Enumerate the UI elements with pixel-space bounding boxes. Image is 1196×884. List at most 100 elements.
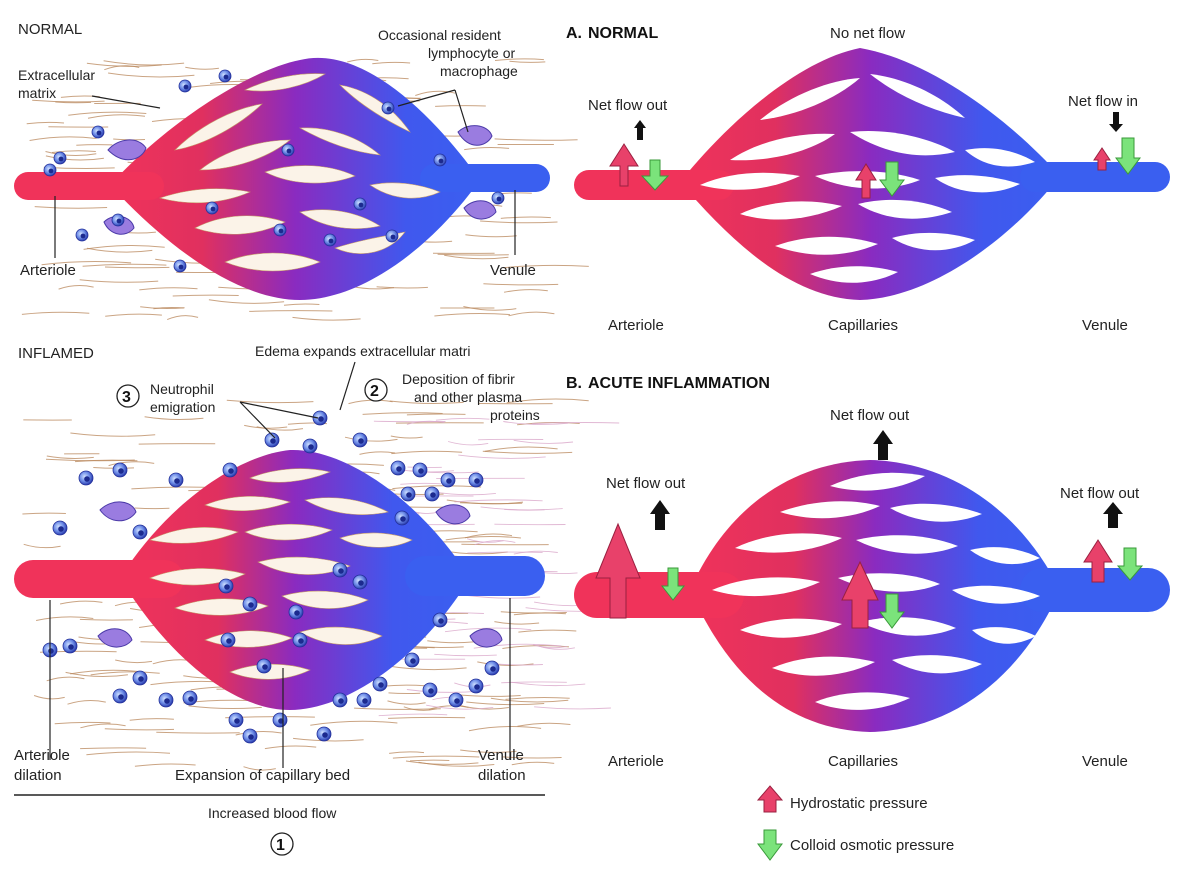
matrix-fiber [22, 512, 66, 515]
colloid-arrow-icon [879, 593, 905, 629]
cell-nucleus [418, 468, 424, 474]
matrix-fiber [33, 695, 65, 700]
matrix-fiber [172, 294, 239, 297]
cell-nucleus [118, 468, 124, 474]
matrix-fiber [34, 206, 108, 209]
matrix-fiber [87, 114, 146, 119]
matrix-fiber [434, 653, 497, 657]
matrix-fiber [21, 311, 90, 315]
normal-title: NORMAL [18, 21, 82, 38]
matrix-fiber [373, 420, 446, 423]
panel-a-venule: Venule [1082, 317, 1128, 334]
colloid-arrow-icon [879, 161, 905, 197]
matrix-fiber [389, 751, 425, 754]
matrix-fiber [454, 499, 543, 503]
matrix-fiber [483, 283, 559, 286]
matrix-fiber [513, 550, 558, 555]
matrix-fiber [359, 451, 396, 455]
matrix-fiber [86, 751, 171, 756]
legend: Hydrostatic pressure Colloid osmotic pre… [756, 785, 954, 861]
matrix-fiber [80, 747, 147, 750]
matrix-fiber [23, 543, 61, 549]
hydrostatic-legend-icon [756, 785, 784, 813]
matrix-fiber [518, 629, 577, 633]
matrix-fiber [90, 671, 160, 676]
matrix-fiber [86, 62, 162, 67]
matrix-fiber [406, 413, 466, 416]
neutrophil-label-1: Neutrophil [150, 381, 214, 397]
cell-nucleus [278, 228, 284, 234]
matrix-fiber [428, 705, 469, 710]
matrix-fiber [482, 450, 573, 454]
up-arrow-icon [650, 500, 670, 530]
matrix-fiber [108, 461, 155, 467]
cell-nucleus [390, 234, 396, 240]
matrix-fiber [503, 289, 548, 293]
extracellular-matrix-label-2: matrix [18, 85, 56, 101]
cell-nucleus [188, 696, 194, 702]
cell-nucleus [248, 734, 254, 740]
matrix-fiber [490, 697, 569, 703]
matrix-fiber [447, 441, 489, 446]
panel-b-left-flow: Net flow out [606, 475, 686, 492]
neutrophil-label-2: emigration [150, 399, 215, 415]
matrix-fiber [460, 749, 517, 753]
deposition-label-1: Deposition of fibrir [402, 371, 515, 387]
matrix-fiber [243, 766, 276, 771]
matrix-fiber [80, 723, 126, 729]
cell-nucleus [210, 206, 216, 212]
cell-nucleus [430, 492, 436, 498]
down-arrow-icon [1109, 112, 1123, 132]
cell-nucleus [118, 694, 124, 700]
cell-nucleus [322, 732, 328, 738]
matrix-fiber [226, 399, 314, 404]
inflamed-tissue-panel: INFLAMED Edema expands extracellular mat… [14, 343, 620, 856]
matrix-fiber [534, 706, 611, 710]
matrix-fiber [517, 722, 571, 727]
legend-colloid: Colloid osmotic pressure [790, 837, 954, 854]
matrix-fiber [392, 755, 480, 759]
panel-a-right-flow: Net flow in [1068, 93, 1138, 110]
panel-a-capillaries: Capillaries [828, 317, 898, 334]
colloid-legend-icon [757, 829, 783, 861]
matrix-fiber [83, 244, 165, 250]
colloid-arrow-icon [660, 567, 686, 601]
matrix-fiber [144, 416, 204, 421]
cell-nucleus [308, 444, 314, 450]
cell-nucleus [400, 516, 406, 522]
normal-tissue-panel: NORMAL Extracellular matrix Occasional r… [14, 21, 589, 321]
matrix-fiber [400, 482, 441, 485]
capillary-bed-label: Expansion of capillary bed [175, 767, 350, 784]
matrix-fiber [434, 313, 511, 317]
matrix-fiber [409, 759, 450, 762]
colloid-arrow-icon [1116, 547, 1144, 581]
matrix-fiber [537, 645, 575, 650]
resident-cells-label-1: Occasional resident [378, 27, 501, 43]
panel-b-title: ACUTE INFLAMMATION [588, 375, 770, 392]
matrix-fiber [444, 627, 532, 633]
matrix-fiber [468, 726, 542, 732]
matrix-fiber [392, 485, 482, 490]
cell-nucleus [178, 264, 184, 270]
matrix-fiber [388, 692, 421, 694]
cell-nucleus [406, 492, 412, 498]
matrix-fiber [348, 399, 393, 405]
cell-nucleus [410, 658, 416, 664]
hydrostatic-arrow-icon [1093, 147, 1111, 171]
panel-b-inflammation: B. ACUTE INFLAMMATION Net flow out [566, 375, 1170, 770]
matrix-fiber [500, 216, 551, 219]
matrix-fiber [59, 600, 103, 605]
matrix-fiber [387, 700, 426, 705]
matrix-fiber [108, 72, 195, 78]
neutrophils [42, 410, 500, 744]
cell-nucleus [138, 676, 144, 682]
matrix-fiber [104, 266, 170, 269]
panel-a-title: NORMAL [588, 25, 658, 42]
cell-nucleus [234, 718, 240, 724]
cell-nucleus [116, 218, 122, 224]
panel-b-venule: Venule [1082, 753, 1128, 770]
cell-nucleus [438, 618, 444, 624]
matrix-fiber [480, 220, 558, 224]
cell-nucleus [446, 478, 452, 484]
